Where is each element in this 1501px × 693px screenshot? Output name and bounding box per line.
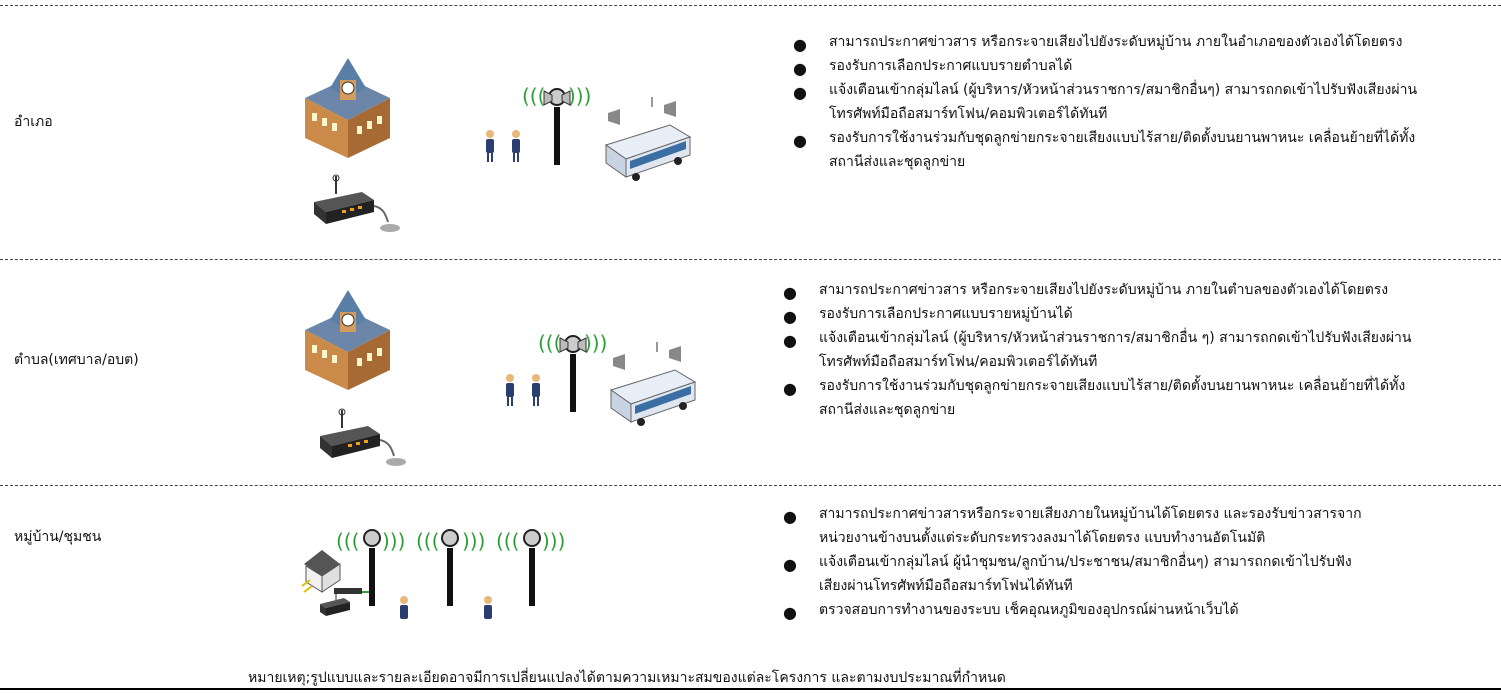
bullet-icon: ● (783, 555, 797, 574)
list-item: ●แจ้งเตือนเข้ากลุ่มไลน์ (ผู้บริหาร/หัวหน… (793, 82, 1418, 122)
list-item: ●สามารถประกาศข่าวสาร หรือกระจายเสียงไปยั… (783, 278, 1411, 302)
government-building-icon (305, 58, 390, 158)
svg-text:(((: ((( (336, 529, 359, 553)
bullet-icon: ● (783, 379, 797, 398)
village-network-diagram: ((( ))) ((( ))) ((( ))) (301, 529, 565, 619)
bullet-icon: ● (783, 507, 797, 526)
level-label-district: อำเภอ (14, 114, 53, 130)
bus-icon (609, 342, 697, 426)
svg-text:))): ))) (568, 84, 591, 108)
loudspeaker-tower-icon: ((( ))) (522, 84, 591, 165)
svg-text:))): ))) (542, 529, 565, 553)
bottom-rule (0, 688, 1501, 690)
bullet-icon: ● (783, 307, 797, 326)
svg-text:))): ))) (584, 331, 607, 355)
transmitter-station-icon (320, 408, 406, 466)
row-separator (0, 5, 1501, 6)
list-item: ●สามารถประกาศข่าวสาร หรือกระจายเสียงไปยั… (793, 30, 1417, 54)
svg-text:(((: ((( (522, 84, 545, 108)
bullet-icon: ● (783, 331, 797, 350)
list-item: ●ตรวจสอบการทำงานของระบบ เช็คอุณหภูมิของอ… (783, 598, 1362, 622)
list-item: ●แจ้งเตือนเข้ากลุ่มไลน์ (ผู้บริหาร/หัวหน… (783, 330, 1412, 370)
bullet-list: ●สามารถประกาศข่าวสาร หรือกระจายเสียงไปยั… (793, 30, 1418, 174)
list-item: ●รองรับการเลือกประกาศแบบรายตำบลได้ (793, 54, 1417, 78)
bullet-list: ●สามารถประกาศข่าวสารหรือกระจายเสียงภายใน… (783, 502, 1362, 622)
row-separator (0, 485, 1501, 486)
level-label-village: หมู่บ้าน/ชุมชน (14, 529, 102, 545)
people-icon (486, 130, 520, 162)
bullet-icon: ● (793, 131, 807, 150)
svg-text:(((: ((( (416, 529, 439, 553)
bullet-icon: ● (793, 83, 807, 102)
footnote: หมายเหตุ;รูปแบบและรายละเอียดอาจมีการเปลี… (248, 670, 1006, 686)
bullet-icon: ● (783, 603, 797, 622)
svg-text:(((: ((( (496, 529, 519, 553)
bullet-icon: ● (793, 35, 807, 54)
transmitter-station-icon (314, 174, 400, 232)
people-icon (506, 374, 540, 406)
bus-icon (604, 97, 692, 181)
list-item: ●รองรับการเลือกประกาศแบบรายหมู่บ้านได้ (783, 302, 1411, 326)
svg-text:(((: ((( (538, 331, 561, 355)
level-label-subdistrict: ตำบล(เทศบาล/อบต) (14, 352, 139, 368)
list-item: ●รองรับการใช้งานร่วมกับชุดลูกข่ายกระจายเ… (793, 130, 1416, 170)
house-icon (304, 550, 341, 593)
svg-text:))): ))) (462, 529, 485, 553)
list-item: ●แจ้งเตือนเข้ากลุ่มไลน์ ผู้นำชุมชน/ลูกบ้… (783, 554, 1352, 594)
svg-text:))): ))) (382, 529, 405, 553)
list-item: ●สามารถประกาศข่าวสารหรือกระจายเสียงภายใน… (783, 506, 1362, 546)
loudspeaker-tower-icon: ((( ))) (538, 331, 607, 412)
bullet-list: ●สามารถประกาศข่าวสาร หรือกระจายเสียงไปยั… (783, 278, 1412, 422)
bullet-icon: ● (793, 59, 807, 78)
bullet-icon: ● (783, 283, 797, 302)
row-separator (0, 259, 1501, 260)
government-building-icon (305, 290, 390, 390)
list-item: ●รองรับการใช้งานร่วมกับชุดลูกข่ายกระจายเ… (783, 378, 1406, 418)
